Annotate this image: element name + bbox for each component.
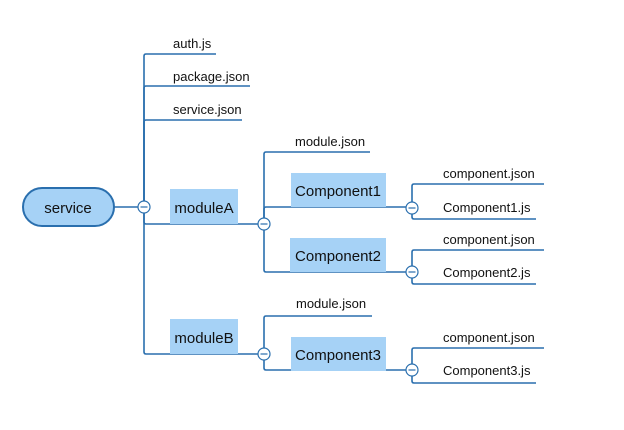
edge-moduleA-component1 [263, 206, 412, 224]
edge-component3-component-json [411, 347, 544, 370]
component3-node-shape [291, 337, 386, 371]
leaf-auth-js[interactable]: auth.js [173, 36, 212, 51]
moduleA-node-shape [170, 189, 238, 224]
leaf-component2-component-json[interactable]: component.json [443, 232, 535, 247]
edge-moduleB-component3 [263, 354, 412, 371]
collapse-toggle-moduleB[interactable] [257, 347, 271, 361]
edge-component2-js [411, 272, 536, 285]
collapse-toggle-component1[interactable] [405, 201, 419, 215]
moduleA-edges [263, 151, 412, 273]
leaf-package-json[interactable]: package.json [173, 69, 250, 84]
component1-edges [411, 183, 544, 220]
component2-edges [411, 249, 544, 285]
component3-node-label: Component3 [295, 347, 381, 364]
component3-edges [411, 347, 544, 384]
moduleB-edges [263, 315, 412, 371]
edge-moduleA-component2 [263, 224, 412, 273]
moduleB-node-label: moduleB [174, 330, 233, 347]
edge-moduleB-module-json [263, 315, 372, 354]
component3-node[interactable]: Component3 [291, 337, 386, 371]
collapse-toggle-component2[interactable] [405, 265, 419, 279]
edge-moduleA-module-json [263, 151, 370, 224]
root-edges [114, 53, 264, 355]
edge-component3-js [411, 370, 536, 384]
leaf-component2-js[interactable]: Component2.js [443, 265, 531, 280]
leaf-service-json[interactable]: service.json [173, 102, 242, 117]
edge-component1-js [411, 208, 536, 220]
moduleB-node-shape [170, 319, 238, 354]
moduleA-node[interactable]: moduleA [170, 189, 238, 224]
component2-node[interactable]: Component2 [290, 238, 386, 272]
component1-node-label: Component1 [295, 183, 381, 200]
root-node-label: service [44, 200, 92, 217]
edge-root-moduleB [143, 207, 264, 355]
edge-component2-component-json [411, 249, 544, 272]
component1-node[interactable]: Component1 [291, 173, 386, 207]
component1-node-shape [291, 173, 386, 207]
leaf-moduleA-module-json[interactable]: module.json [295, 134, 365, 149]
collapse-toggle-component3[interactable] [405, 363, 419, 377]
leaf-component3-component-json[interactable]: component.json [443, 330, 535, 345]
component2-node-label: Component2 [295, 248, 381, 265]
moduleA-node-label: moduleA [174, 200, 233, 217]
root-node-shape [22, 187, 115, 227]
edge-root-auth-js [143, 53, 216, 207]
leaf-component3-js[interactable]: Component3.js [443, 363, 531, 378]
collapse-toggle-root[interactable] [137, 200, 151, 214]
component2-node-shape [290, 238, 386, 272]
leaf-moduleB-module-json[interactable]: module.json [296, 296, 366, 311]
root-node[interactable]: service [22, 187, 115, 227]
collapse-toggle-moduleA[interactable] [257, 217, 271, 231]
edge-component1-component-json [411, 183, 544, 208]
moduleB-node[interactable]: moduleB [170, 319, 238, 354]
leaf-component1-js[interactable]: Component1.js [443, 200, 531, 215]
leaf-component1-component-json[interactable]: component.json [443, 166, 535, 181]
